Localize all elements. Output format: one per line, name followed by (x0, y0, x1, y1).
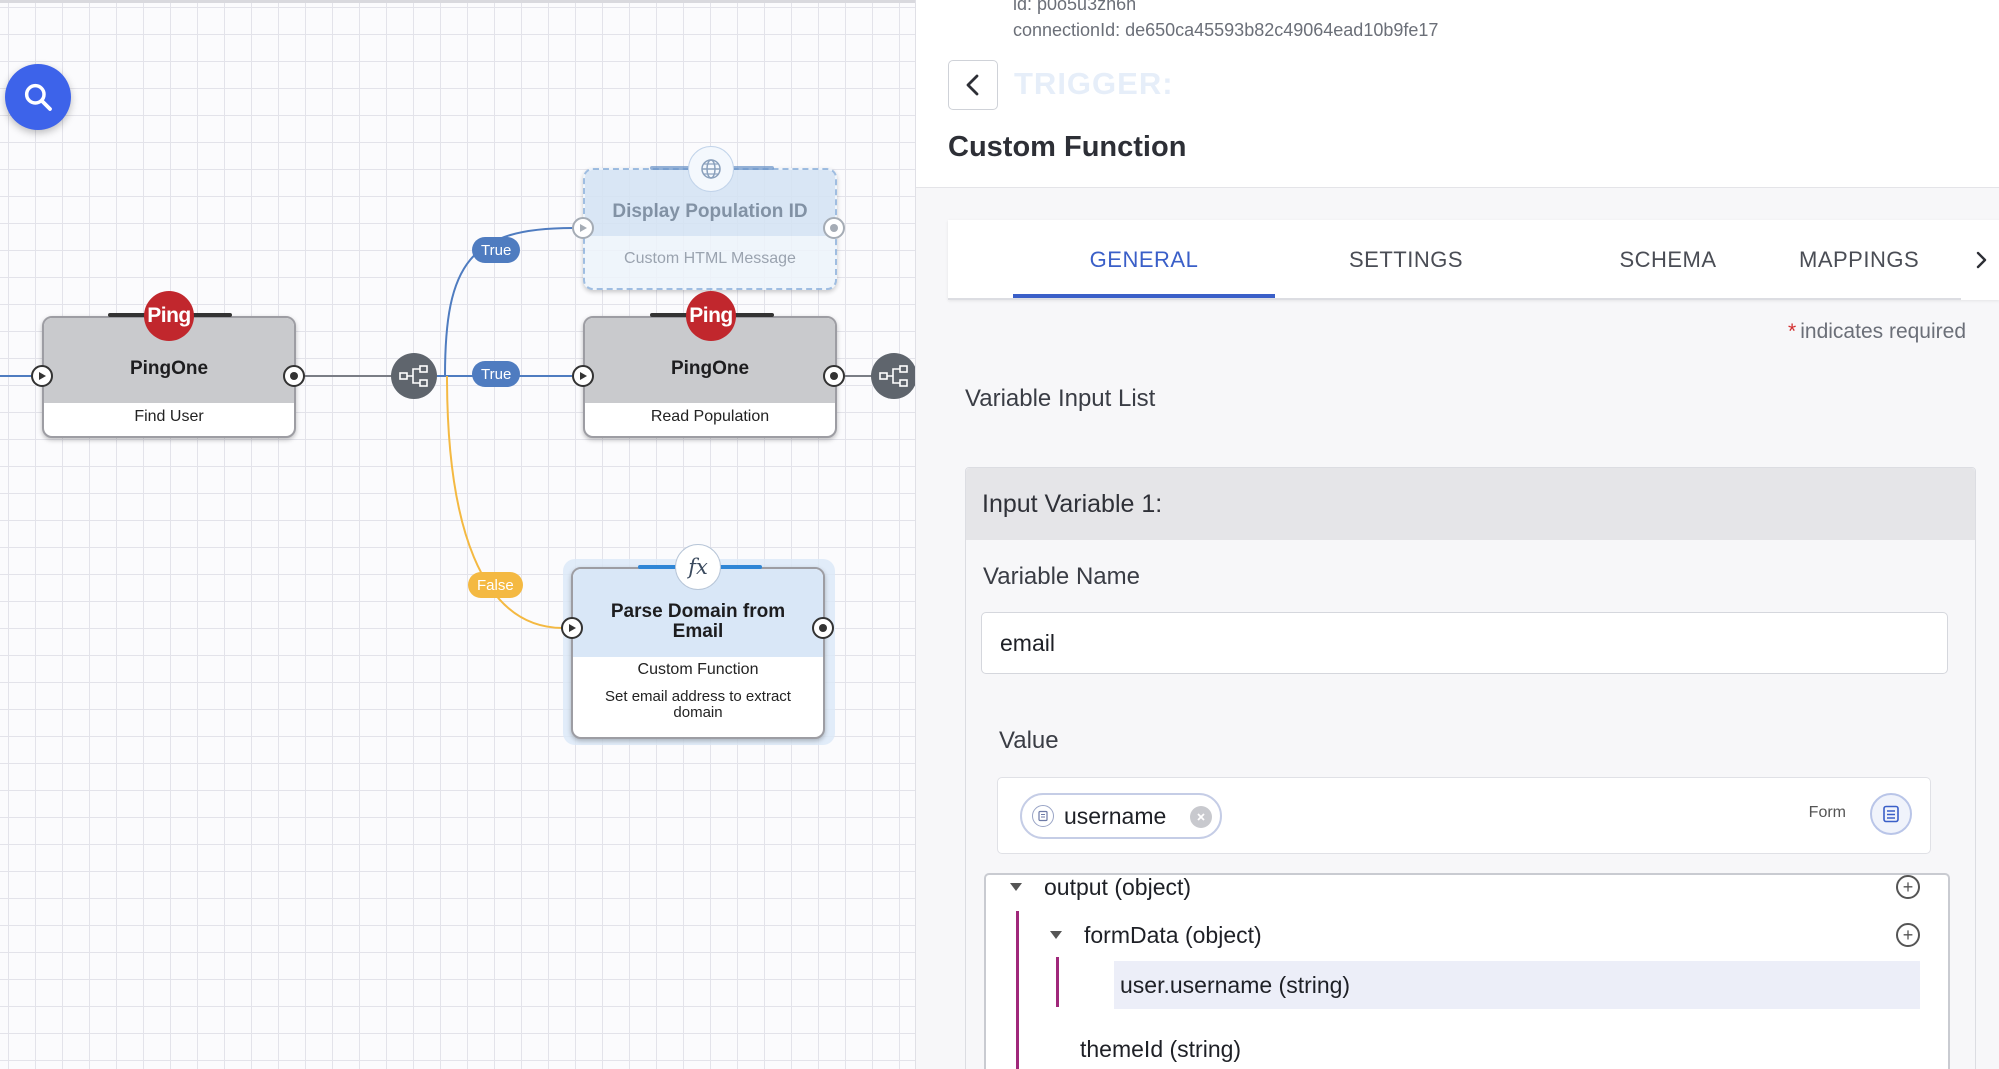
tree-guide-line (1016, 911, 1019, 1069)
branch-icon (879, 365, 908, 387)
output-port[interactable] (283, 365, 305, 387)
variable-name-input[interactable]: email (981, 612, 1948, 674)
tab-general[interactable]: GENERAL (1089, 247, 1199, 272)
node-description: Set email address to extract domain (605, 688, 791, 721)
add-circle-icon[interactable]: + (1896, 875, 1920, 899)
branch-label-true-mid: True (472, 361, 521, 387)
node-parse-domain[interactable]: Parse Domain from Email Custom Function … (571, 567, 825, 739)
input-port[interactable] (572, 365, 594, 387)
input-variable-card: Input Variable 1: Variable Name email Va… (965, 467, 1976, 1069)
caret-down-icon (1050, 931, 1062, 939)
required-note-text: indicates required (1800, 320, 1966, 343)
value-label: Value (999, 727, 1059, 754)
tab-bar: GENERAL SETTINGS SCHEMA MAPPINGS (948, 220, 1999, 300)
connection-id: connectionId: de650ca45593b82c49064ead10… (1013, 20, 1439, 40)
trigger-label: TRIGGER: (1014, 66, 1174, 101)
dot-icon (830, 224, 838, 232)
form-field-icon (1032, 805, 1054, 827)
add-circle-icon[interactable]: + (1896, 923, 1920, 947)
tree-node-themeid[interactable]: themeId (string) (986, 1025, 1948, 1069)
branch-icon (399, 365, 428, 387)
branch-router[interactable] (391, 353, 437, 399)
node-title: PingOne (585, 318, 835, 403)
tree-node-formdata[interactable]: formData (object) + (986, 911, 1948, 959)
tabs-scroll-right[interactable] (1961, 220, 1999, 300)
input-variable-header: Input Variable 1: (966, 468, 1975, 540)
tree-node-user-username[interactable]: user.username (string) (986, 961, 1948, 1009)
data-tree: output (object) + formData (object) + us… (984, 873, 1950, 1069)
output-port[interactable] (823, 217, 845, 239)
search-button[interactable] (5, 64, 71, 130)
tree-guide-line (1056, 957, 1059, 1007)
ping-logo-icon: Ping (144, 291, 194, 341)
tree-node-selected-bg (1114, 961, 1920, 1009)
chevron-right-icon (1976, 251, 1986, 269)
remove-chip-icon[interactable] (1190, 806, 1212, 828)
tree-node-label: themeId (string) (1080, 1035, 1242, 1062)
globe-icon (688, 146, 734, 192)
node-subtitle: Read Population (650, 408, 770, 425)
input-port[interactable] (31, 365, 53, 387)
node-subtitle: Custom Function (637, 661, 759, 678)
play-icon (580, 372, 587, 380)
required-star: * (1788, 320, 1797, 343)
form-picker-button[interactable] (1870, 793, 1912, 835)
back-button[interactable] (948, 60, 998, 110)
required-note: *indicates required (1788, 320, 1966, 344)
branch-router[interactable] (871, 353, 915, 399)
tab-settings[interactable]: SETTINGS (1348, 247, 1463, 272)
panel-header: id: p0o5u3zh6h connectionId: de650ca4559… (916, 0, 1999, 188)
form-label: Form (1808, 804, 1846, 821)
node-subtitle: Find User (134, 408, 204, 425)
dot-icon (819, 624, 827, 632)
value-chip-label: username (1064, 802, 1167, 829)
tab-schema[interactable]: SCHEMA (1619, 247, 1717, 272)
node-subtitle: Custom HTML Message (624, 250, 796, 267)
output-port[interactable] (812, 617, 834, 639)
chevron-left-icon (966, 74, 979, 96)
search-icon (24, 83, 52, 111)
node-title: PingOne (44, 318, 294, 403)
value-chip[interactable]: username (1020, 793, 1222, 839)
active-tab-indicator (1013, 294, 1275, 298)
tree-node-label: formData (object) (1084, 921, 1262, 948)
form-icon (1883, 805, 1899, 823)
input-port[interactable] (561, 617, 583, 639)
flow-canvas[interactable]: PingOne Find User Ping True True False D… (0, 0, 915, 1069)
dot-icon (290, 372, 298, 380)
panel-title: Custom Function (948, 131, 1187, 163)
dot-icon (830, 372, 838, 380)
function-icon: fx (675, 544, 721, 590)
properties-panel: id: p0o5u3zh6h connectionId: de650ca4559… (915, 0, 1999, 1069)
tree-node-output[interactable]: output (object) + (986, 863, 1948, 911)
variable-name-label: Variable Name (983, 563, 1140, 590)
connector-lines (0, 227, 880, 629)
tab-mappings[interactable]: MAPPINGS (1799, 247, 1920, 272)
node-id: id: p0o5u3zh6h (1013, 0, 1137, 14)
section-title: Variable Input List (965, 385, 1156, 412)
caret-down-icon (1010, 883, 1022, 891)
output-port[interactable] (823, 365, 845, 387)
branch-label-true-top: True (472, 237, 521, 263)
tree-node-label: output (object) (1044, 873, 1192, 900)
input-port[interactable] (572, 217, 594, 239)
ping-logo-icon: Ping (686, 291, 736, 341)
play-icon (39, 372, 46, 380)
node-read-population[interactable]: PingOne Read Population (583, 316, 837, 438)
branch-label-false: False (468, 572, 523, 598)
tree-node-label: user.username (string) (1120, 971, 1351, 998)
play-icon (580, 224, 587, 232)
value-field[interactable]: username Form (997, 777, 1931, 854)
play-icon (569, 624, 576, 632)
